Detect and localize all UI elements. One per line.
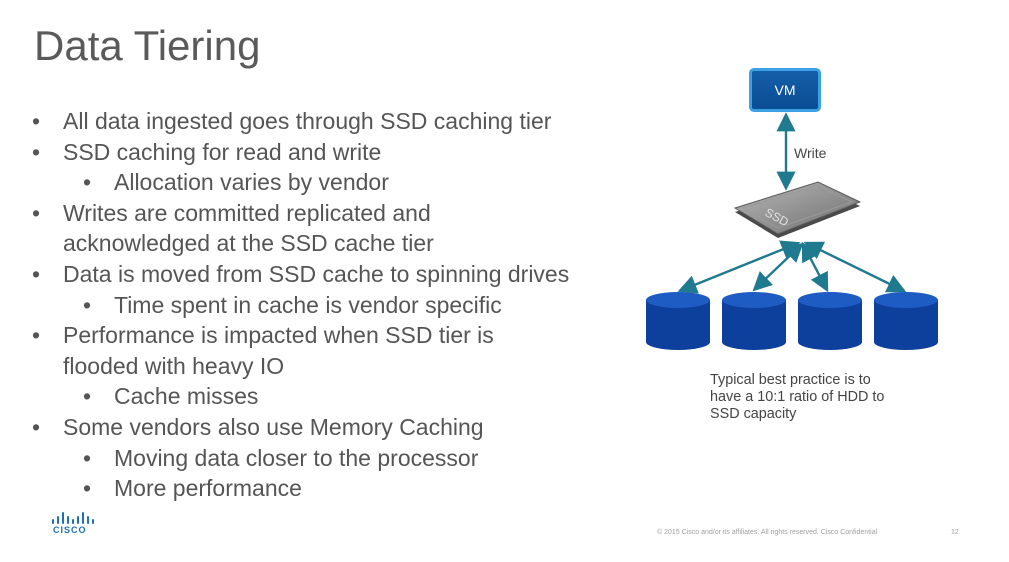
ssd-drive-icon: SSD — [733, 181, 862, 238]
bullet-text: Time spent in cache is vendor specific — [114, 291, 502, 318]
bullet-text: flooded with heavy IO — [63, 352, 285, 379]
sub-bullet-item: • Allocation varies by vendor — [26, 167, 646, 198]
bullet-text: Data is moved from SSD cache to spinning… — [63, 260, 570, 287]
bullet-text: SSD caching for read and write — [63, 138, 382, 165]
bullet-glyph: • — [82, 383, 92, 410]
bullet-glyph: • — [31, 199, 41, 226]
bullet-glyph: • — [82, 169, 92, 196]
bullet-text: Allocation varies by vendor — [114, 169, 389, 196]
bullet-item: flooded with heavy IO — [26, 351, 646, 382]
page-number: 12 — [951, 529, 959, 536]
cisco-logo-text: CISCO — [53, 525, 87, 535]
bullet-glyph: • — [31, 322, 41, 349]
note-line: have a 10:1 ratio of HDD to — [710, 389, 885, 405]
bullet-glyph: • — [82, 475, 92, 502]
write-label: Write — [794, 145, 827, 161]
bullet-glyph: • — [31, 413, 41, 440]
bullet-text: Performance is impacted when SSD tier is — [63, 322, 494, 349]
distribution-arrows — [677, 240, 907, 294]
bullet-item: • Performance is impacted when SSD tier i… — [26, 320, 646, 351]
note-line: Typical best practice is to — [710, 372, 871, 388]
hdd-disk-icon — [646, 292, 710, 350]
bullet-glyph: • — [31, 138, 41, 165]
bullet-text: Some vendors also use Memory Caching — [63, 413, 484, 440]
arrow-disk-2 — [752, 242, 804, 292]
sub-bullet-item: • Moving data closer to the processor — [26, 443, 646, 474]
hdd-disk-icon — [798, 292, 862, 350]
bullet-list: • All data ingested goes through SSD cach… — [26, 106, 646, 504]
bullet-text: acknowledged at the SSD cache tier — [63, 230, 434, 257]
bullet-glyph: • — [31, 108, 41, 134]
cisco-logo-icon — [52, 512, 94, 524]
bullet-item: • Some vendors also use Memory Caching — [26, 412, 646, 443]
best-practice-note: Typical best practice is to have a 10:1 … — [710, 372, 940, 423]
bullet-text: Cache misses — [114, 383, 259, 410]
slide-title: Data Tiering — [34, 22, 261, 69]
bullet-glyph: • — [82, 291, 92, 318]
bullet-item: acknowledged at the SSD cache tier — [26, 228, 646, 259]
bullet-glyph: • — [31, 260, 41, 287]
bullet-text: All data ingested goes through SSD cachi… — [63, 108, 552, 134]
sub-bullet-item: • Cache misses — [26, 381, 646, 412]
vm-box: VM — [749, 68, 821, 112]
bullet-item: • SSD caching for read and write — [26, 137, 646, 168]
hdd-disk-icon — [874, 292, 938, 350]
hdd-disk-icon — [722, 292, 786, 350]
note-line: SSD capacity — [710, 406, 797, 422]
sub-bullet-item: • Time spent in cache is vendor specific — [26, 290, 646, 321]
bullet-text: Moving data closer to the processor — [114, 444, 479, 471]
bullet-text: More performance — [114, 475, 302, 502]
bullet-item: • Data is moved from SSD cache to spinnin… — [26, 259, 646, 290]
bullet-text: Writes are committed replicated and — [63, 199, 431, 226]
arrow-disk-4 — [803, 241, 907, 293]
sub-bullet-item: • More performance — [26, 473, 646, 504]
bullet-item: • All data ingested goes through SSD cach… — [26, 106, 646, 137]
bullet-item: • Writes are committed replicated and — [26, 198, 646, 229]
bullet-glyph: • — [82, 444, 92, 471]
copyright-text: © 2015 Cisco and/or its affiliates. All … — [657, 529, 878, 536]
tiering-diagram: SSD — [646, 112, 938, 350]
